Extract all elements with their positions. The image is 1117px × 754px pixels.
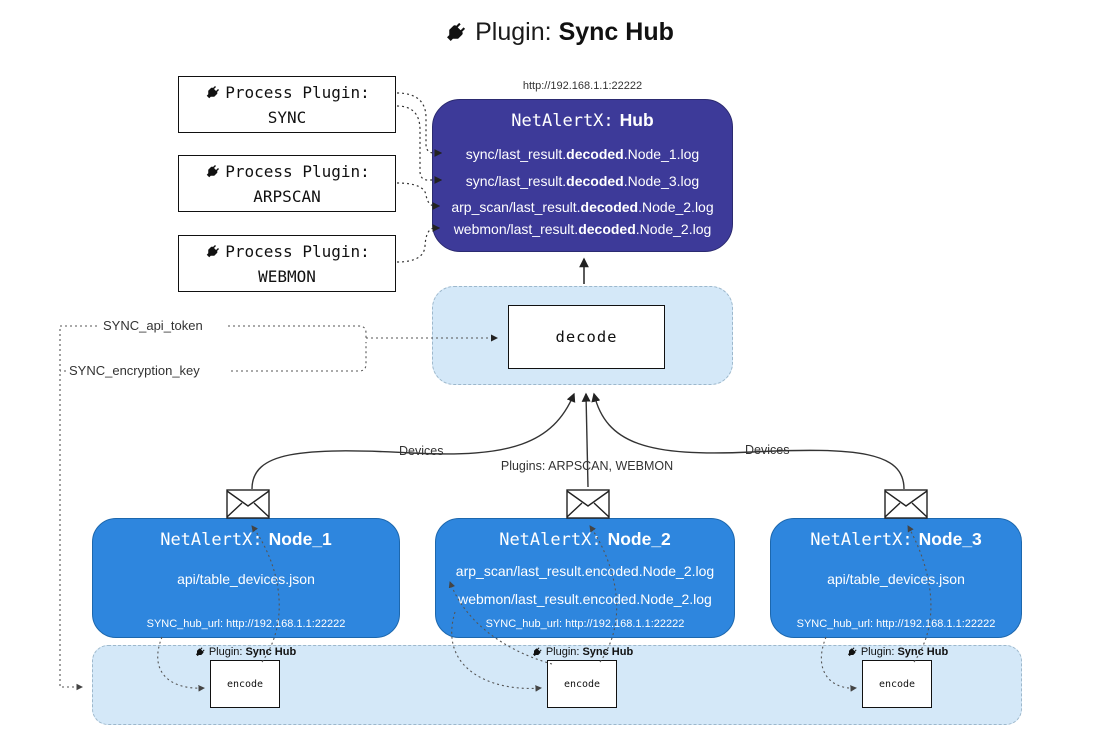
node-box-2: NetAlertX:Node_2 arp_scan/last_result.en… bbox=[435, 518, 735, 638]
node-title-name: Node_1 bbox=[268, 529, 332, 549]
node-title: NetAlertX:Node_2 bbox=[436, 529, 734, 550]
hub-log-line: webmon/last_result.decoded.Node_2.log bbox=[432, 218, 733, 240]
node-title-prefix: NetAlertX: bbox=[160, 530, 263, 550]
process-plugin-header: Process Plugin: bbox=[204, 159, 370, 184]
encode-plugin-label: Plugin:Sync Hub bbox=[531, 646, 633, 658]
process-plugin-box-sync: Process Plugin: SYNC bbox=[178, 76, 396, 133]
node-file-line: webmon/last_result.encoded.Node_2.log bbox=[458, 591, 712, 607]
plug-icon bbox=[843, 644, 860, 661]
log-pre: arp_scan/last_result. bbox=[451, 199, 581, 215]
hub-title-name: Hub bbox=[619, 110, 654, 130]
page-title-name: Sync Hub bbox=[558, 18, 674, 46]
node-title-name: Node_2 bbox=[607, 529, 671, 549]
log-pre: sync/last_result. bbox=[465, 146, 567, 162]
encode-plugin-prefix: Plugin: bbox=[545, 646, 580, 658]
sync-api-token-label: SYNC_api_token bbox=[100, 318, 206, 333]
node-file-line: api/table_devices.json bbox=[177, 571, 315, 587]
envelope-icon bbox=[566, 489, 610, 519]
plug-icon bbox=[201, 159, 225, 183]
page-title: Plugin: Sync Hub bbox=[0, 18, 1117, 47]
node-title: NetAlertX:Node_1 bbox=[93, 529, 399, 550]
node-box-3: NetAlertX:Node_3 api/table_devices.json … bbox=[770, 518, 1022, 638]
encode-unit-3: Plugin:Sync Hub encode bbox=[822, 646, 972, 708]
encode-plugin-label: Plugin:Sync Hub bbox=[846, 646, 948, 658]
node-box-1: NetAlertX:Node_1 api/table_devices.json … bbox=[92, 518, 400, 638]
log-post: .Node_2.log bbox=[635, 221, 712, 237]
encode-plugin-label: Plugin:Sync Hub bbox=[194, 646, 296, 658]
page-title-label: Plugin: bbox=[475, 18, 552, 46]
plug-icon bbox=[528, 644, 545, 661]
node-file-line: api/table_devices.json bbox=[827, 571, 965, 587]
log-post: .Node_1.log bbox=[623, 146, 700, 162]
hub-log-line: sync/last_result.decoded.Node_3.log bbox=[432, 170, 733, 192]
encode-box: encode bbox=[547, 660, 617, 708]
plug-icon bbox=[201, 239, 225, 263]
process-plugin-name: ARPSCAN bbox=[253, 186, 321, 206]
process-plugin-header: Process Plugin: bbox=[204, 80, 370, 105]
process-plugin-header: Process Plugin: bbox=[204, 239, 370, 264]
encode-plugin-prefix: Plugin: bbox=[860, 646, 895, 658]
node-title-name: Node_3 bbox=[918, 529, 982, 549]
hub-log-line: sync/last_result.decoded.Node_1.log bbox=[432, 143, 733, 165]
plug-icon bbox=[201, 80, 225, 104]
process-plugin-label: Process Plugin: bbox=[225, 82, 370, 102]
encode-plugin-name: Sync Hub bbox=[582, 646, 634, 658]
edge-label-plugins: Plugins: ARPSCAN, WEBMON bbox=[432, 459, 742, 473]
plug-icon bbox=[191, 644, 208, 661]
node-title: NetAlertX:Node_3 bbox=[771, 529, 1021, 550]
process-plugin-label: Process Plugin: bbox=[225, 241, 370, 261]
envelope-icon bbox=[884, 489, 928, 519]
hub-url: http://192.168.1.1:22222 bbox=[522, 80, 643, 92]
encode-plugin-prefix: Plugin: bbox=[208, 646, 243, 658]
edge-label-devices-left: Devices bbox=[396, 444, 447, 458]
hub-title: NetAlertX:Hub bbox=[432, 110, 733, 131]
log-bold: decoded bbox=[578, 221, 636, 237]
log-bold: decoded bbox=[566, 146, 624, 162]
node-hub-url: SYNC_hub_url: http://192.168.1.1:22222 bbox=[146, 618, 346, 630]
encode-unit-2: Plugin:Sync Hub encode bbox=[507, 646, 657, 708]
hub-box bbox=[432, 99, 733, 252]
node-hub-url: SYNC_hub_url: http://192.168.1.1:22222 bbox=[796, 618, 996, 630]
edge-label-devices-right: Devices bbox=[742, 443, 793, 457]
encode-plugin-name: Sync Hub bbox=[245, 646, 297, 658]
hub-log-line: arp_scan/last_result.decoded.Node_2.log bbox=[432, 196, 733, 218]
encode-plugin-name: Sync Hub bbox=[897, 646, 949, 658]
process-plugin-name: WEBMON bbox=[258, 266, 316, 286]
node-file-line: arp_scan/last_result.encoded.Node_2.log bbox=[455, 563, 715, 579]
log-bold: decoded bbox=[580, 199, 639, 215]
encode-box: encode bbox=[862, 660, 932, 708]
decode-box: decode bbox=[508, 305, 665, 369]
arrows-nodes-to-decode bbox=[251, 392, 905, 490]
process-plugin-box-arpscan: Process Plugin: ARPSCAN bbox=[178, 155, 396, 212]
sync-encryption-key-label: SYNC_encryption_key bbox=[66, 363, 203, 378]
process-plugin-name: SYNC bbox=[267, 107, 307, 127]
process-plugin-label: Process Plugin: bbox=[225, 161, 370, 181]
node-title-prefix: NetAlertX: bbox=[810, 530, 913, 550]
log-post: .Node_2.log bbox=[638, 199, 714, 215]
node-hub-url: SYNC_hub_url: http://192.168.1.1:22222 bbox=[485, 618, 685, 630]
encode-unit-1: Plugin:Sync Hub encode bbox=[170, 646, 320, 708]
envelope-icon bbox=[226, 489, 270, 519]
log-pre: webmon/last_result. bbox=[453, 221, 579, 237]
encode-box: encode bbox=[210, 660, 280, 708]
plug-icon bbox=[438, 15, 473, 50]
log-pre: sync/last_result. bbox=[465, 173, 567, 189]
process-plugin-box-webmon: Process Plugin: WEBMON bbox=[178, 235, 396, 292]
log-post: .Node_3.log bbox=[623, 173, 700, 189]
log-bold: decoded bbox=[566, 173, 624, 189]
hub-title-prefix: NetAlertX: bbox=[511, 111, 614, 131]
node-title-prefix: NetAlertX: bbox=[499, 530, 602, 550]
